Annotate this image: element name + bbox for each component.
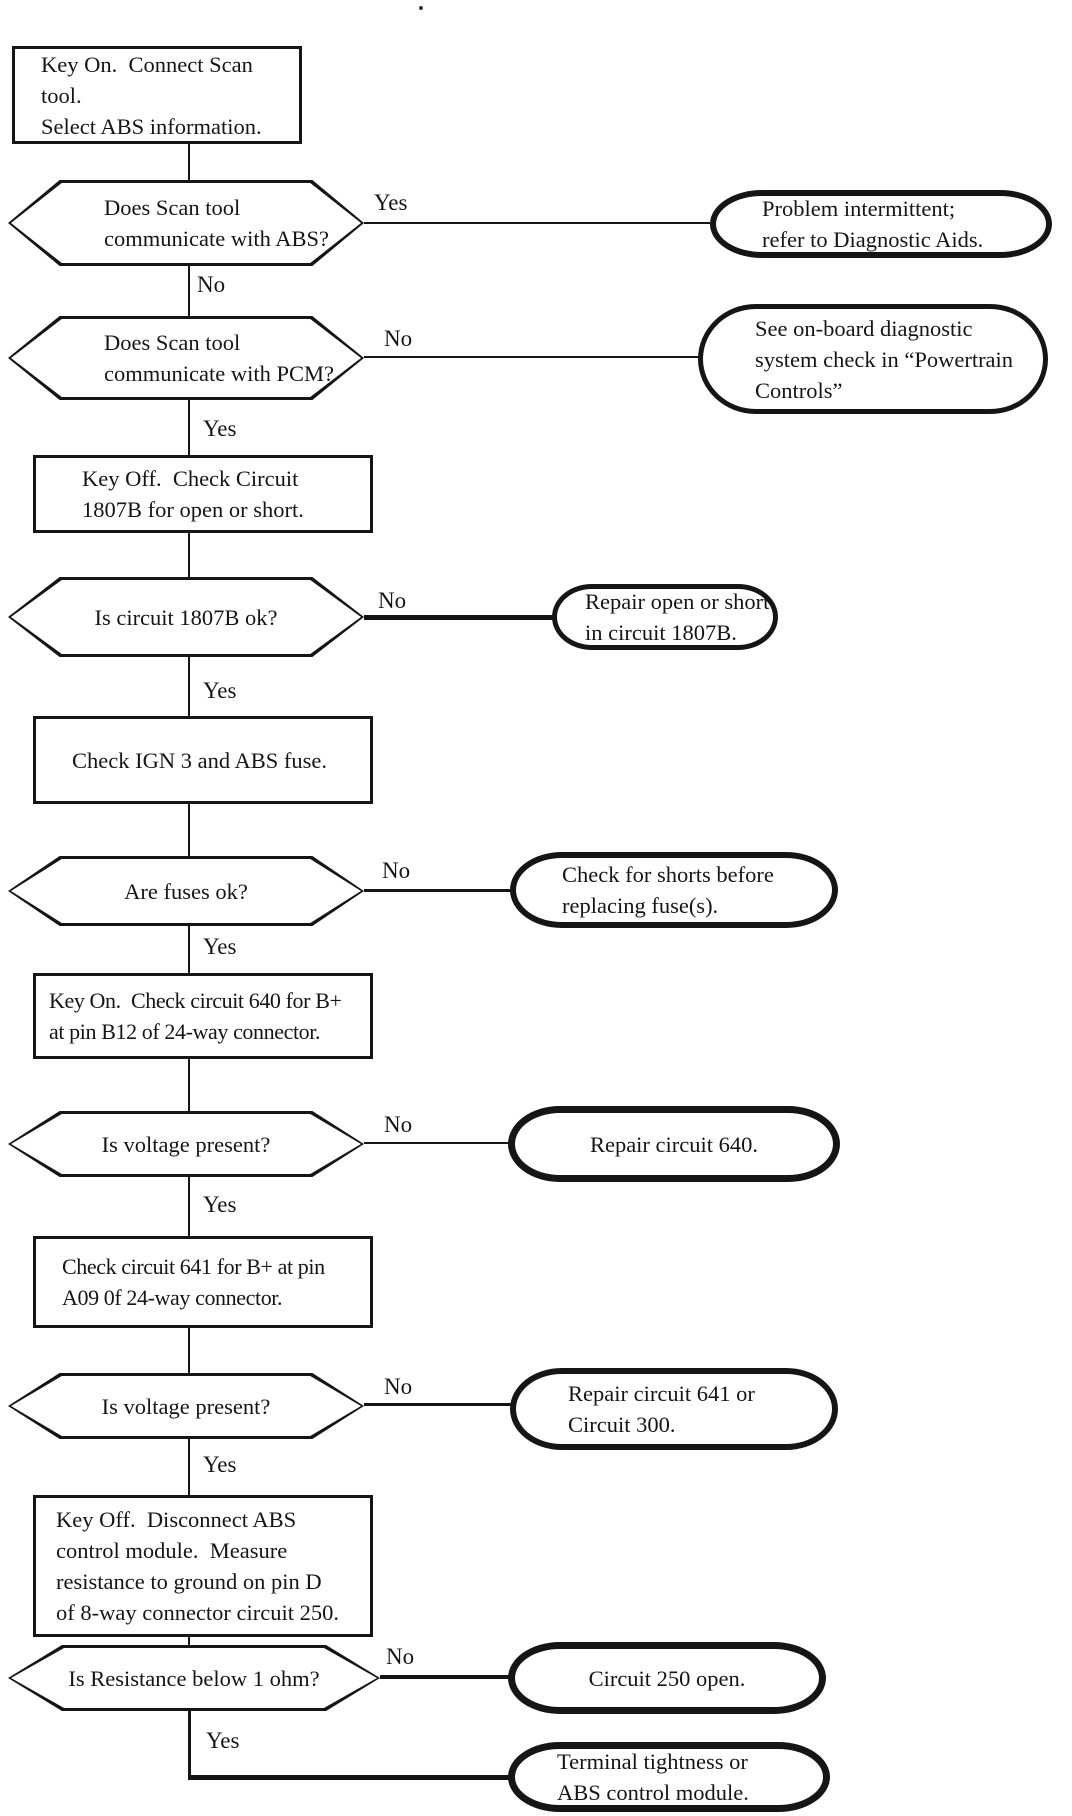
process-box-6: Key Off. Disconnect ABS control module. …: [33, 1495, 373, 1637]
terminal-oval-1-text: Problem intermittent; refer to Diagnosti…: [762, 196, 984, 252]
scan-artifact-dot: [419, 6, 423, 10]
decision-hexagon-6: Is voltage present?: [8, 1373, 364, 1439]
decision-hexagon-6-text: Is voltage present?: [101, 1393, 271, 1419]
process-box-1: Key On. Connect Scan tool. Select ABS in…: [12, 46, 302, 144]
decision-hexagon-7-fill: [11, 1648, 377, 1708]
decision-hexagon-1-fill: [11, 183, 361, 263]
terminal-oval-3-text: Repair open or short in circuit 1807B.: [585, 589, 770, 645]
decision-hexagon-2: Does Scan tool communicate with PCM?: [8, 316, 364, 400]
connector-p1-d1: [188, 144, 190, 182]
connector-d3-t3: [364, 615, 556, 620]
process-box-6-text: Key Off. Disconnect ABS control module. …: [56, 1507, 340, 1625]
terminal-oval-2-text: See on-board diagnostic system check in …: [755, 315, 1014, 403]
no-label-3: No: [378, 588, 407, 613]
no-label-7: No: [386, 1644, 415, 1669]
terminal-oval-6-text: Repair circuit 641 or Circuit 300.: [568, 1381, 755, 1437]
decision-hexagon-7: Is Resistance below 1 ohm?: [8, 1645, 380, 1711]
connector-d2-p2: [188, 400, 190, 455]
process-box-3: Check IGN 3 and ABS fuse.: [33, 716, 373, 804]
process-box-3-text: Check IGN 3 and ABS fuse.: [72, 747, 327, 773]
connector-d5-t5: [364, 1142, 512, 1144]
terminal-oval-7: Circuit 250 open.: [508, 1642, 826, 1714]
yes-label-6: Yes: [203, 1452, 237, 1477]
terminal-oval-8-text: Terminal tightness or ABS control module…: [557, 1749, 749, 1805]
decision-hexagon-3-text: Is circuit 1807B ok?: [94, 604, 278, 630]
decision-hexagon-3: Is circuit 1807B ok?: [8, 577, 364, 657]
terminal-oval-7-text: Circuit 250 open.: [588, 1665, 746, 1691]
decision-hexagon-4-text: Are fuses ok?: [124, 878, 248, 904]
no-label-5: No: [384, 1112, 413, 1137]
decision-hexagon-7-text: Is Resistance below 1 ohm?: [68, 1665, 320, 1691]
decision-hexagon-2-text: Does Scan tool communicate with PCM?: [104, 330, 334, 386]
connector-d6-p6: [188, 1439, 190, 1495]
decision-hexagon-5-text: Is voltage present?: [101, 1131, 271, 1157]
yes-label-3: Yes: [203, 678, 237, 703]
yes-label-5: Yes: [203, 1192, 237, 1217]
terminal-oval-6: Repair circuit 641 or Circuit 300.: [510, 1368, 838, 1450]
process-box-1-text: Key On. Connect Scan tool. Select ABS in…: [41, 51, 262, 139]
connector-d7-elbow-v: [188, 1711, 191, 1779]
decision-hexagon-1-text: Does Scan tool communicate with ABS?: [104, 195, 329, 251]
terminal-oval-5-text: Repair circuit 640.: [589, 1131, 759, 1157]
terminal-oval-8: Terminal tightness or ABS control module…: [508, 1742, 830, 1812]
decision-hexagon-1: Does Scan tool communicate with ABS?: [8, 180, 364, 266]
yes-label-4: Yes: [203, 934, 237, 959]
connector-d4-t4: [364, 889, 514, 892]
terminal-oval-4-text: Check for shorts before replacing fuse(s…: [562, 862, 774, 918]
no-label-6: No: [384, 1374, 413, 1399]
connector-d6-t6: [364, 1403, 514, 1406]
connector-d1-t1: [364, 222, 710, 224]
connector-d4-p4: [188, 926, 190, 973]
connector-d3-p3: [188, 657, 190, 716]
decision-hexagon-3-fill: [11, 580, 361, 654]
connector-p3-d4: [188, 804, 190, 856]
decision-hexagon-5-fill: [11, 1114, 361, 1174]
decision-hexagon-2-fill: [11, 319, 361, 397]
no-label-1: No: [197, 272, 226, 297]
no-label-4: No: [382, 858, 411, 883]
terminal-oval-4: Check for shorts before replacing fuse(s…: [510, 852, 838, 928]
yes-label-7: Yes: [206, 1728, 240, 1753]
connector-p4-d5: [188, 1059, 190, 1111]
connector-d7-elbow-h: [188, 1775, 512, 1780]
process-box-2: Key Off. Check Circuit 1807B for open or…: [33, 455, 373, 533]
connector-p2-d3: [188, 533, 190, 577]
decision-hexagon-4: Are fuses ok?: [8, 856, 364, 926]
process-box-5: Check circuit 641 for B+ at pin A09 0f 2…: [33, 1236, 373, 1328]
connector-d1-d2: [188, 266, 190, 316]
terminal-oval-3: Repair open or short in circuit 1807B.: [552, 584, 778, 650]
process-box-4-text: Key On. Check circuit 640 for B+ at pin …: [49, 988, 342, 1044]
yes-label-1: Yes: [374, 190, 408, 215]
decision-hexagon-6-fill: [11, 1376, 361, 1436]
no-label-2: No: [384, 326, 413, 351]
connector-d7-t7: [380, 1675, 512, 1679]
terminal-oval-5: Repair circuit 640.: [508, 1106, 840, 1182]
connector-p6-d7: [188, 1637, 190, 1645]
connector-d5-p5: [188, 1177, 190, 1236]
terminal-oval-1: Problem intermittent; refer to Diagnosti…: [710, 190, 1052, 258]
process-box-5-text: Check circuit 641 for B+ at pin A09 0f 2…: [62, 1254, 325, 1310]
decision-hexagon-5: Is voltage present?: [8, 1111, 364, 1177]
connector-d2-t2: [364, 356, 700, 358]
decision-hexagon-4-fill: [11, 859, 361, 923]
connector-p5-d6: [188, 1328, 190, 1373]
process-box-2-text: Key Off. Check Circuit 1807B for open or…: [82, 466, 304, 522]
process-box-4: Key On. Check circuit 640 for B+ at pin …: [33, 973, 373, 1059]
yes-label-2: Yes: [203, 416, 237, 441]
terminal-oval-2: See on-board diagnostic system check in …: [698, 304, 1048, 414]
